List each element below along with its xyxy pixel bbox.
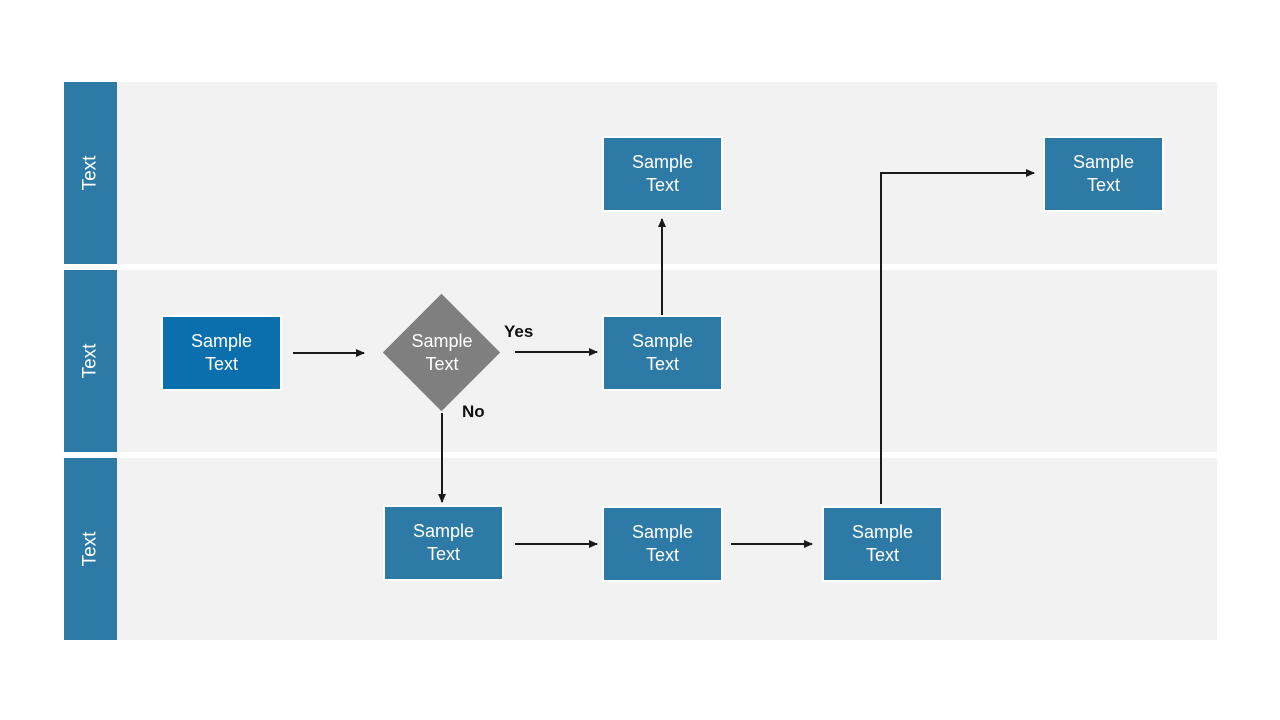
- top-mid-box-text: Sample Text: [631, 152, 694, 195]
- bottom-mid-box-text: Sample Text: [631, 522, 694, 565]
- bottom-end-box-text: Sample Text: [851, 522, 914, 565]
- decision-text: Sample Text: [411, 331, 473, 374]
- lane-3-header: Text: [64, 458, 117, 640]
- no-step-box: Sample Text: [383, 505, 504, 581]
- no-step-box-text: Sample Text: [412, 521, 475, 564]
- yes-label: Yes: [504, 322, 534, 341]
- lane-1-header: Text: [64, 82, 117, 264]
- start-box: Sample Text: [161, 315, 282, 391]
- no-label: No: [462, 402, 485, 421]
- lane-2-header: Text: [64, 270, 117, 452]
- top-end-box-text: Sample Text: [1072, 152, 1135, 195]
- yes-step-box: Sample Text: [602, 315, 723, 391]
- bottom-end-box: Sample Text: [822, 506, 943, 582]
- bottom-mid-box: Sample Text: [602, 506, 723, 582]
- top-end-box: Sample Text: [1043, 136, 1164, 212]
- arrow-bottom-to-top-end: [880, 169, 1035, 504]
- yes-step-box-text: Sample Text: [631, 331, 694, 374]
- top-mid-box: Sample Text: [602, 136, 723, 212]
- start-box-text: Sample Text: [190, 331, 253, 374]
